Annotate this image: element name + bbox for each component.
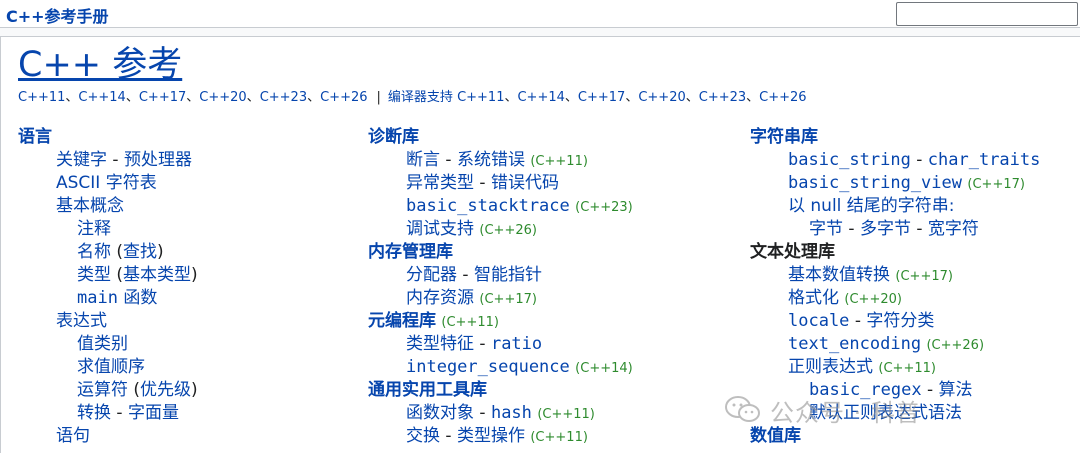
- compiler-support-link-cpp23[interactable]: C++23: [698, 90, 747, 105]
- link-lookup[interactable]: 查找: [123, 242, 158, 262]
- section-language[interactable]: 语言: [18, 127, 52, 147]
- link-basic-concepts[interactable]: 基本概念: [56, 196, 124, 216]
- compiler-support-link-cpp17[interactable]: C++17: [577, 90, 626, 105]
- link-keywords[interactable]: 关键字: [56, 150, 107, 170]
- link-type-traits[interactable]: 类型特征: [406, 334, 474, 354]
- section-diagnostics[interactable]: 诊断库: [368, 127, 419, 147]
- link-regex-algorithms[interactable]: 算法: [938, 380, 973, 400]
- search-input[interactable]: [896, 2, 1078, 26]
- link-error-codes[interactable]: 错误代码: [490, 173, 559, 193]
- link-names[interactable]: 名称: [77, 242, 111, 262]
- link-formatting[interactable]: 格式化: [788, 288, 839, 308]
- link-literals[interactable]: 字面量: [127, 403, 179, 423]
- link-basic-stacktrace[interactable]: basic_stacktrace: [406, 196, 570, 216]
- compiler-support-link-cpp20[interactable]: C++20: [638, 90, 686, 105]
- version-badge: (C++17): [895, 269, 953, 284]
- link-conversions[interactable]: 转换: [77, 403, 111, 423]
- link-comments[interactable]: 注释: [77, 219, 111, 239]
- top-bar: C++参考手册: [0, 0, 1080, 28]
- standard-link-cpp26[interactable]: C++26: [320, 90, 368, 105]
- link-exception-types[interactable]: 异常类型: [406, 173, 474, 193]
- link-memory-resources[interactable]: 内存资源: [406, 288, 474, 308]
- version-badge: (C++14): [575, 361, 633, 376]
- link-locale[interactable]: locale: [788, 311, 850, 331]
- link-ascii[interactable]: ASCII 字符表: [56, 173, 157, 193]
- standard-link-cpp17[interactable]: C++17: [138, 90, 187, 105]
- link-regex[interactable]: 正则表达式: [788, 357, 873, 377]
- version-badge: (C++17): [967, 177, 1025, 192]
- compiler-support-link-cpp14[interactable]: C++14: [517, 90, 565, 105]
- version-badge: (C++11): [878, 361, 936, 376]
- standard-link-cpp23[interactable]: C++23: [259, 90, 308, 105]
- link-main-function-label[interactable]: 函数: [123, 288, 158, 308]
- link-type-operations[interactable]: 类型操作: [456, 426, 525, 446]
- main-content: C++ 参考 C++11、C++14、C++17、C++20、C++23、C++…: [0, 36, 1080, 453]
- link-smart-pointers[interactable]: 智能指针: [473, 265, 542, 285]
- section-metaprogramming[interactable]: 元编程库: [368, 311, 436, 331]
- link-byte-strings[interactable]: 字节: [809, 219, 843, 239]
- link-function-objects[interactable]: 函数对象: [406, 403, 474, 423]
- standard-link-cpp20[interactable]: C++20: [199, 90, 247, 105]
- link-allocators[interactable]: 分配器: [406, 265, 457, 285]
- divider: |: [376, 90, 381, 105]
- page-title[interactable]: C++ 参考: [18, 45, 183, 85]
- version-badge: (C++23): [575, 200, 633, 215]
- link-fundamental-types[interactable]: 基本类型: [123, 265, 192, 285]
- version-badge: (C++17): [479, 292, 537, 307]
- link-basic-string-view[interactable]: basic_string_view: [788, 173, 962, 193]
- version-badge: (C++11): [537, 407, 595, 422]
- link-types[interactable]: 类型: [77, 265, 111, 285]
- site-title-link[interactable]: C++参考手册: [6, 7, 109, 26]
- compiler-support-link-cpp26[interactable]: C++26: [759, 90, 807, 105]
- standard-link-cpp11[interactable]: C++11: [18, 90, 66, 105]
- link-integer-sequence[interactable]: integer_sequence: [406, 357, 570, 377]
- link-preprocessor[interactable]: 预处理器: [123, 150, 192, 170]
- version-badge: (C++26): [926, 338, 985, 353]
- link-default-regex-grammar[interactable]: 默认正则表达式语法: [809, 403, 962, 423]
- link-swap[interactable]: 交换: [406, 426, 440, 446]
- link-expressions[interactable]: 表达式: [56, 311, 107, 331]
- standard-link-cpp14[interactable]: C++14: [78, 90, 126, 105]
- link-basic-regex[interactable]: basic_regex: [809, 380, 922, 400]
- link-multibyte-strings[interactable]: 多字节: [859, 219, 911, 239]
- link-basic-string[interactable]: basic_string: [788, 150, 911, 170]
- section-memory[interactable]: 内存管理库: [368, 242, 453, 262]
- standards-line: C++11、C++14、C++17、C++20、C++23、C++26|编译器支…: [18, 90, 807, 105]
- section-text-processing: 文本处理库: [750, 242, 835, 262]
- link-numeric-conversions[interactable]: 基本数值转换: [788, 265, 890, 285]
- link-operators[interactable]: 运算符: [77, 380, 128, 400]
- link-main-function[interactable]: main: [77, 288, 118, 308]
- version-badge: (C++20): [844, 292, 902, 307]
- section-numerics[interactable]: 数值库: [750, 426, 801, 446]
- link-value-categories[interactable]: 值类别: [77, 334, 128, 354]
- section-utilities[interactable]: 通用实用工具库: [368, 380, 487, 400]
- link-char-traits[interactable]: char_traits: [927, 150, 1041, 170]
- section-strings[interactable]: 字符串库: [750, 127, 818, 147]
- compiler-support-link[interactable]: 编译器支持 C++11: [387, 90, 505, 105]
- link-ratio[interactable]: ratio: [490, 334, 543, 354]
- link-precedence[interactable]: 优先级: [140, 380, 192, 400]
- link-assertions[interactable]: 断言: [406, 150, 440, 170]
- link-char-classification[interactable]: 字符分类: [866, 311, 935, 331]
- version-badge: (C++11): [530, 154, 588, 169]
- version-badge: (C++11): [530, 430, 588, 445]
- link-debugging[interactable]: 调试支持: [406, 219, 474, 239]
- link-system-error[interactable]: 系统错误: [456, 150, 525, 170]
- link-eval-order[interactable]: 求值顺序: [77, 357, 145, 377]
- link-wide-strings[interactable]: 宽字符: [927, 219, 979, 239]
- version-badge: (C++11): [441, 315, 499, 330]
- link-statements[interactable]: 语句: [56, 426, 90, 446]
- link-null-terminated-strings[interactable]: 以 null 结尾的字符串:: [788, 196, 955, 216]
- version-badge: (C++26): [479, 223, 537, 238]
- link-text-encoding[interactable]: text_encoding: [788, 334, 922, 354]
- link-hash[interactable]: hash: [490, 403, 532, 423]
